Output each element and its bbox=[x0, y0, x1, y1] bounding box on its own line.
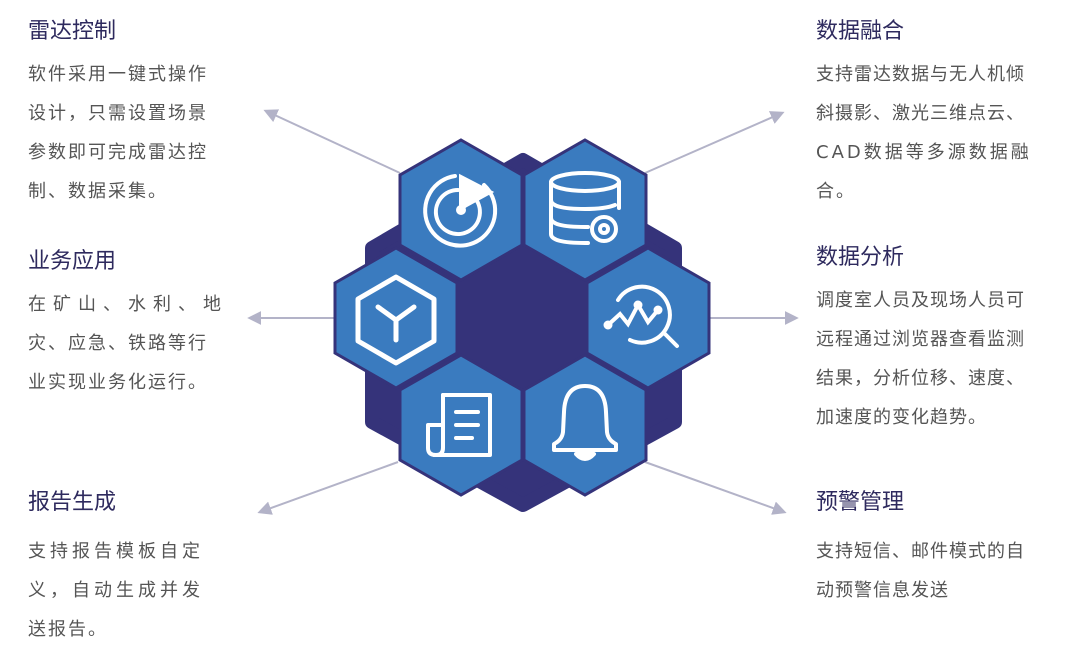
arrow-data-fusion bbox=[644, 111, 785, 174]
feature-radar-control: 雷达控制 软件采用一键式操作 设计，只需设置场景 参数即可完成雷达控 制、数据采… bbox=[28, 17, 278, 211]
arrow-radar-control bbox=[263, 109, 401, 174]
feature-title: 业务应用 bbox=[28, 249, 117, 274]
desc-line: 支持短信、邮件模式的自 bbox=[816, 541, 1025, 562]
hex-business-application[interactable] bbox=[333, 246, 459, 390]
desc-line: 支持雷达数据与无人机倾 bbox=[816, 64, 1025, 85]
database-gear-icon bbox=[549, 171, 621, 245]
desc-line: 合。 bbox=[816, 181, 856, 202]
radar-icon bbox=[423, 173, 498, 248]
arrow-alert-management bbox=[644, 461, 787, 515]
hex-report-generation[interactable] bbox=[398, 353, 524, 497]
desc-line: 软件采用一键式操作 bbox=[28, 64, 208, 85]
cube-icon bbox=[355, 274, 437, 366]
hex-radar-control[interactable] bbox=[398, 138, 524, 282]
desc-line: 动预警信息发送 bbox=[816, 580, 949, 601]
feature-description: 支持雷达数据与无人机倾 斜摄影、激光三维点云、 CAD数据等多源数据融 合。 bbox=[816, 55, 1066, 211]
desc-line: CAD数据等多源数据融 bbox=[816, 142, 1032, 163]
desc-line: 斜摄影、激光三维点云、 bbox=[816, 103, 1025, 124]
feature-title: 数据融合 bbox=[816, 19, 905, 44]
feature-title: 报告生成 bbox=[28, 490, 117, 515]
desc-line: 参数即可完成雷达控 bbox=[28, 142, 208, 163]
feature-description: 调度室人员及现场人员可 远程通过浏览器查看监测 结果，分析位移、速度、 加速度的… bbox=[816, 281, 1066, 437]
bell-icon bbox=[552, 384, 618, 461]
feature-title: 预警管理 bbox=[816, 490, 905, 515]
desc-line: 义，自动生成并发 bbox=[28, 580, 204, 601]
feature-data-analysis: 数据分析 调度室人员及现场人员可 远程通过浏览器查看监测 结果，分析位移、速度、… bbox=[816, 243, 1066, 437]
desc-line: 制、数据采集。 bbox=[28, 181, 168, 202]
desc-line: 设计，只需设置场景 bbox=[28, 103, 208, 124]
feature-data-fusion: 数据融合 支持雷达数据与无人机倾 斜摄影、激光三维点云、 CAD数据等多源数据融… bbox=[816, 17, 1066, 211]
desc-line: 调度室人员及现场人员可 bbox=[816, 290, 1025, 311]
hex-alert-management[interactable] bbox=[522, 353, 648, 497]
feature-report-generation: 报告生成 支持报告模板自定 义，自动生成并发 送报告。 bbox=[28, 488, 278, 649]
desc-line: 送报告。 bbox=[28, 619, 108, 640]
feature-description: 在矿山、水利、地 灾、应急、铁路等行 业实现业务化运行。 bbox=[28, 285, 278, 402]
desc-line: 结果，分析位移、速度、 bbox=[816, 368, 1025, 389]
feature-title: 数据分析 bbox=[816, 245, 905, 270]
arrow-report-generation bbox=[257, 461, 399, 515]
feature-description: 软件采用一键式操作 设计，只需设置场景 参数即可完成雷达控 制、数据采集。 bbox=[28, 55, 278, 211]
feature-description: 支持报告模板自定 义，自动生成并发 送报告。 bbox=[28, 532, 278, 649]
connector-arrows bbox=[247, 109, 799, 515]
document-icon bbox=[426, 393, 492, 457]
feature-title: 雷达控制 bbox=[28, 19, 117, 44]
hex-data-analysis[interactable] bbox=[585, 246, 711, 390]
desc-line: 远程通过浏览器查看监测 bbox=[816, 329, 1025, 350]
desc-line: 在矿山、水利、地 bbox=[28, 294, 228, 315]
desc-line: 加速度的变化趋势。 bbox=[816, 407, 987, 428]
desc-line: 支持报告模板自定 bbox=[28, 541, 204, 562]
chart-search-icon bbox=[603, 284, 679, 348]
feature-business-application: 业务应用 在矿山、水利、地 灾、应急、铁路等行 业实现业务化运行。 bbox=[28, 247, 278, 402]
desc-line: 灾、应急、铁路等行 bbox=[28, 333, 208, 354]
hex-data-fusion[interactable] bbox=[522, 138, 648, 282]
feature-description: 支持短信、邮件模式的自 动预警信息发送 bbox=[816, 532, 1066, 610]
feature-alert-management: 预警管理 支持短信、邮件模式的自 动预警信息发送 bbox=[816, 488, 1066, 610]
desc-line: 业实现业务化运行。 bbox=[28, 372, 208, 393]
